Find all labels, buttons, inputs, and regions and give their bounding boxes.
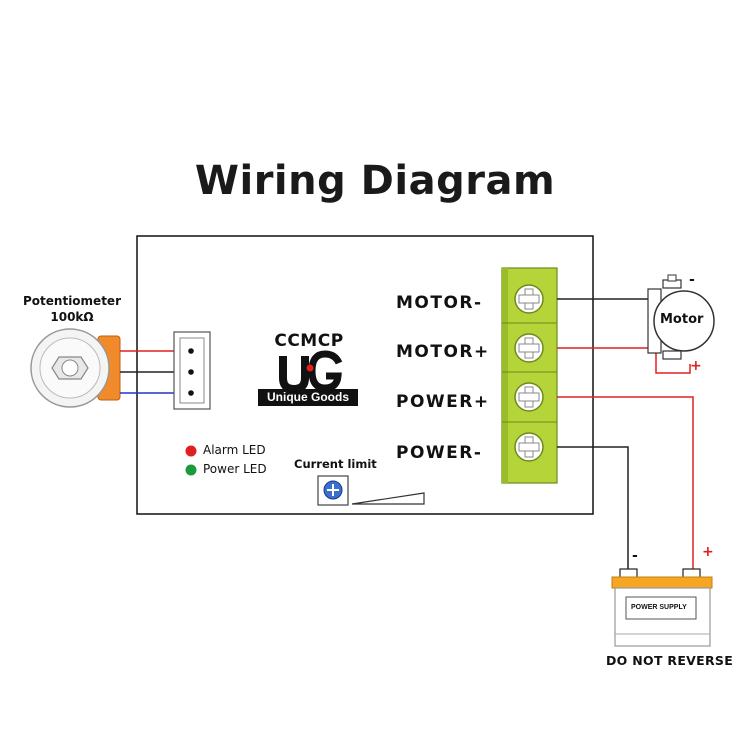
terminal-screw-motor-minus-icon xyxy=(514,284,544,314)
alarm-led-icon xyxy=(185,445,197,457)
alarm-led-label: Alarm LED xyxy=(203,443,266,457)
power-supply-minus-sign: - xyxy=(632,548,638,564)
power-led-label: Power LED xyxy=(203,462,267,476)
motor-plus-sign: + xyxy=(690,358,702,374)
terminal-label-power-plus: POWER+ xyxy=(396,392,490,412)
terminal-label-motor-plus: MOTOR+ xyxy=(396,342,490,362)
brand-name: CCMCP xyxy=(274,331,344,351)
power-led-icon xyxy=(185,464,197,476)
power-minus-wire xyxy=(557,446,629,572)
power-supply-plus-sign: + xyxy=(702,544,714,560)
power-supply-label: POWER SUPPLY xyxy=(631,604,687,611)
diagram-title: Wiring Diagram xyxy=(194,158,556,204)
terminal-screw-motor-plus-icon xyxy=(514,333,544,363)
power-plus-wire xyxy=(557,396,694,572)
current-limit-trimmer-icon xyxy=(317,475,349,506)
terminal-label-power-minus: POWER- xyxy=(396,443,483,463)
terminal-screw-power-plus-icon xyxy=(514,382,544,412)
potentiometer-icon xyxy=(30,328,121,408)
terminal-label-motor-minus: MOTOR- xyxy=(396,293,483,313)
motor-label: Motor xyxy=(660,312,704,327)
motor-icon xyxy=(647,274,715,360)
do-not-reverse-warning: DO NOT REVERSE xyxy=(606,653,734,668)
motor-minus-sign: - xyxy=(689,272,695,288)
current-limit-ramp-icon xyxy=(351,492,425,505)
motor-plus-wire xyxy=(557,347,691,374)
potentiometer-label: Potentiometer 100kΩ xyxy=(16,293,128,325)
pot-connector xyxy=(173,331,211,410)
brand-tagline: Unique Goods xyxy=(258,389,358,406)
current-limit-label: Current limit xyxy=(294,457,377,471)
potentiometer-label-line1: Potentiometer xyxy=(23,294,121,308)
potentiometer-label-line2: 100kΩ xyxy=(50,310,94,324)
terminal-screw-power-minus-icon xyxy=(514,432,544,462)
power-supply-icon xyxy=(611,568,713,647)
